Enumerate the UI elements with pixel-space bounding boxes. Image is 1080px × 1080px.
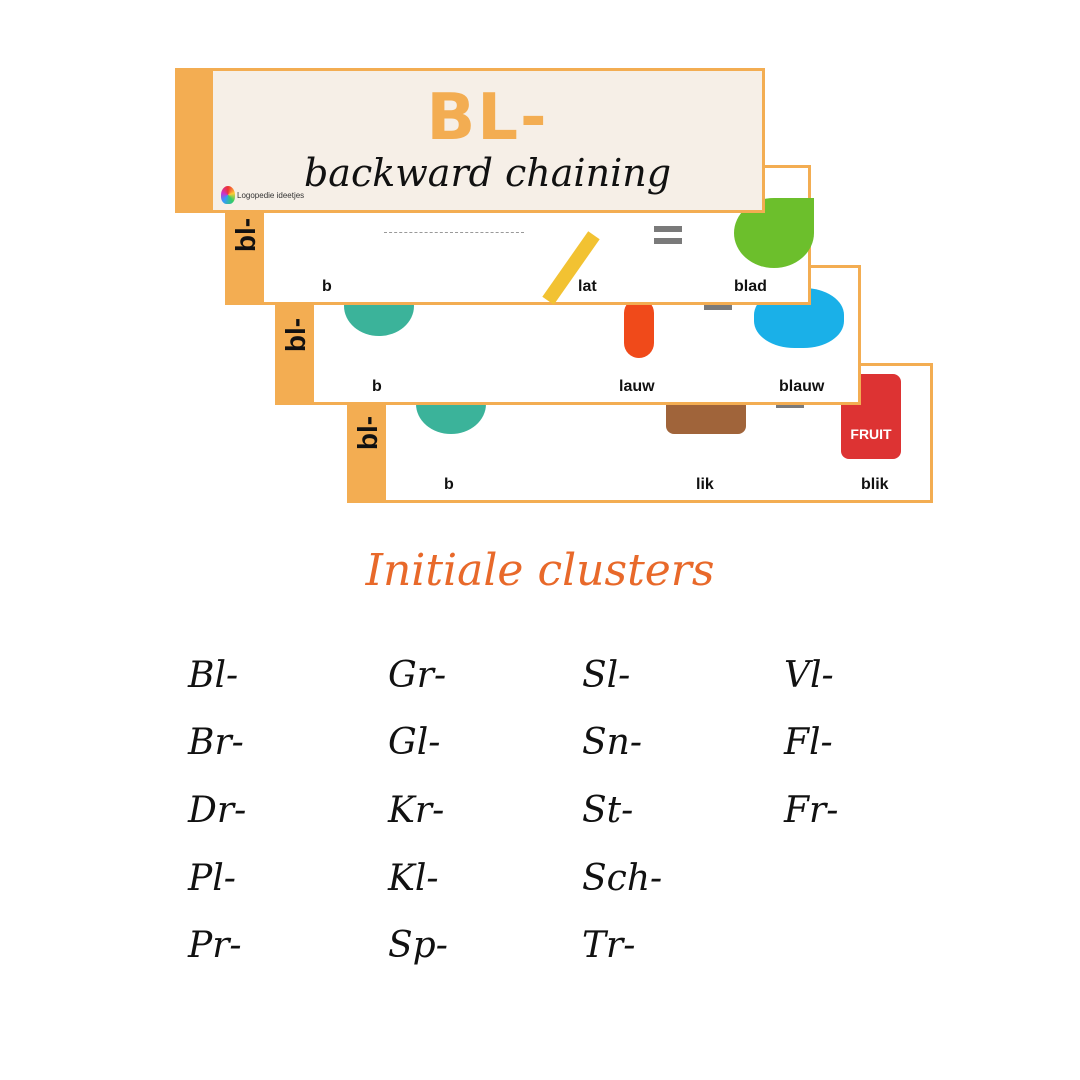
cluster-item: Fl- xyxy=(784,722,833,763)
thermometer-icon xyxy=(624,298,654,358)
dotted-line xyxy=(384,232,524,233)
cluster-item: Tr- xyxy=(582,925,636,966)
middle-word: lat xyxy=(578,278,597,295)
cluster-item: Dr- xyxy=(188,790,247,831)
cluster-item: Sl- xyxy=(582,655,631,696)
cluster-item: Gr- xyxy=(388,655,447,696)
cluster-item: Sch- xyxy=(582,858,663,899)
card-tab: bl- xyxy=(230,217,261,253)
logo-text: Logopedie ideetjes xyxy=(237,190,305,200)
cluster-item: St- xyxy=(582,790,634,831)
cluster-item: Pr- xyxy=(188,925,242,966)
cluster-item: Br- xyxy=(188,722,244,763)
title-subtitle: backward chaining xyxy=(303,151,672,195)
title-card: BL- backward chaining Logopedie ideetjes xyxy=(175,68,765,213)
title-heading: BL- xyxy=(426,81,549,155)
result-word: blad xyxy=(734,278,767,295)
cluster-item: Sp- xyxy=(388,925,448,966)
cluster-item: Bl- xyxy=(188,655,239,696)
start-sound: b xyxy=(372,378,382,395)
middle-word: lauw xyxy=(619,378,655,395)
cluster-item: Vl- xyxy=(784,655,834,696)
card-tab: bl- xyxy=(280,317,311,353)
cluster-item: Gl- xyxy=(388,722,441,763)
logo: Logopedie ideetjes xyxy=(221,186,304,204)
cluster-item: Sn- xyxy=(582,722,643,763)
cluster-item: Kl- xyxy=(388,858,439,899)
cluster-item: Pl- xyxy=(188,858,236,899)
cluster-item: Kr- xyxy=(388,790,445,831)
card-tab: bl- xyxy=(352,415,383,451)
middle-word: lik xyxy=(696,476,714,493)
equals-icon xyxy=(654,226,682,246)
lightbulb-icon xyxy=(221,186,235,204)
section-heading: Initiale clusters xyxy=(365,545,715,596)
cluster-item: Fr- xyxy=(784,790,839,831)
result-word: blauw xyxy=(779,378,825,395)
start-sound: b xyxy=(444,476,454,493)
start-sound: b xyxy=(322,278,332,295)
result-word: blik xyxy=(861,476,889,493)
